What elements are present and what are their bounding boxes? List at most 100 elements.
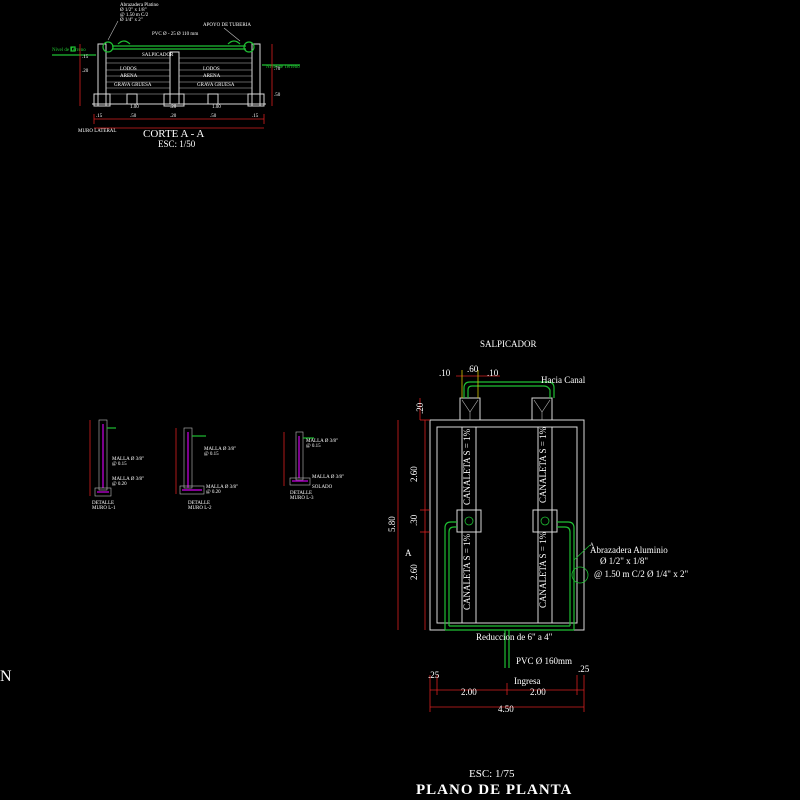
dim-v-260a: 2.60: [409, 466, 419, 482]
ground-label-left: Nivel de Terreno: [52, 48, 86, 53]
pipe-cap-right: [243, 41, 255, 53]
salpicador-box-right: [532, 509, 558, 533]
lodos-label-2: LODOS: [203, 67, 220, 72]
section-a-a: Nivel de Terreno Nivel de Terreno: [52, 3, 300, 149]
dim-h-25a: .25: [428, 670, 440, 680]
dim-v-4: .50: [274, 93, 281, 98]
canaleta-label-2: CANALETA S = 1%: [538, 426, 548, 503]
dim-inner-2: .20: [170, 105, 177, 110]
dim-v-30: .30: [409, 514, 419, 526]
wall-center: [169, 51, 180, 105]
wall-detail-2: MALLA Ø 3/8" @ 0.15 MALLA Ø 3/8" @ 0.20 …: [175, 427, 238, 511]
svg-text:DETALLE: DETALLE: [92, 501, 114, 506]
svg-text:MALLA Ø 3/8": MALLA Ø 3/8": [204, 447, 236, 452]
svg-text:MALLA Ø 3/8": MALLA Ø 3/8": [206, 485, 238, 490]
dim-inner-1: 1.00: [130, 105, 139, 110]
dim-bottom-1: .15: [96, 114, 103, 119]
plan-salpicador-label: SALPICADOR: [480, 339, 537, 349]
svg-text:MURO L-3: MURO L-3: [290, 496, 314, 501]
svg-text:@ 0.15: @ 0.15: [204, 452, 219, 457]
abrazadera-dim-2: @ 1.50 m C/2: [120, 13, 149, 18]
dim-v-580: 5.80: [387, 516, 397, 532]
svg-text:MALLA Ø 3/8": MALLA Ø 3/8": [306, 439, 338, 444]
pipe-support-2: [227, 40, 241, 45]
canaleta-right: [537, 426, 553, 624]
svg-text:MALLA Ø 3/8": MALLA Ø 3/8": [312, 475, 344, 480]
section-mark-left: A: [405, 548, 412, 558]
dim-v-2: .20: [82, 69, 89, 74]
planta-title: PLANO DE PLANTA: [416, 782, 572, 798]
reduccion-label: Reduccion de 6" a 4": [476, 632, 553, 642]
dim-top-10a: .10: [439, 368, 451, 378]
dim-bottom-3: .20: [170, 114, 177, 119]
canaleta-left: [461, 426, 477, 624]
hacia-canal-label: Hacia Canal: [541, 375, 586, 385]
svg-text:MURO L-2: MURO L-2: [188, 506, 212, 511]
muro-label: MURO LATERAL: [78, 129, 116, 134]
pvc-plan-label: PVC Ø 160mm: [516, 656, 572, 666]
salpicador-label: SALPICADOR: [142, 53, 174, 58]
pipe-support-1: [117, 40, 131, 45]
dim-h-200b: 2.00: [530, 687, 546, 697]
arena-label-1: ARENA: [120, 74, 138, 79]
grava-label-2: GRAVA GRUESA: [197, 83, 235, 88]
svg-text:MURO L-1: MURO L-1: [92, 506, 116, 511]
lodos-label-1: LODOS: [120, 67, 137, 72]
footings: [93, 93, 265, 107]
svg-text:@ 0.20: @ 0.20: [112, 482, 127, 487]
dim-bottom-4: .50: [210, 114, 217, 119]
corte-title: CORTE A - A: [143, 128, 204, 140]
dim-h-450: 4.50: [498, 704, 514, 714]
plan-dimensions: [397, 370, 585, 712]
canaleta-label-1: CANALETA S = 1%: [462, 428, 472, 505]
wall-left: [97, 43, 107, 107]
svg-text:MALLA Ø 3/8": MALLA Ø 3/8": [112, 457, 144, 462]
grava-label-1: GRAVA GRUESA: [114, 83, 152, 88]
wall-right: [251, 43, 261, 107]
salpicador-box-left: [456, 509, 482, 533]
canaleta-label-3: CANALETA S = 1%: [462, 533, 472, 610]
abrazadera-dim-3: Ø 1/4" x 2": [120, 18, 143, 23]
dim-v-20: .20: [415, 402, 425, 414]
svg-text:@ 0.15: @ 0.15: [306, 444, 321, 449]
svg-text:@ 0.15: @ 0.15: [112, 462, 127, 467]
plan-view: SALPICADOR Hacia Canal CANALETA S = 1% C…: [387, 339, 688, 798]
dim-h-200a: 2.00: [461, 687, 477, 697]
dim-top-10b: .10: [487, 368, 499, 378]
planta-scale: ESC: 1/75: [469, 768, 515, 780]
wall-detail-1: MALLA Ø 3/8" @ 0.15 MALLA Ø 3/8" @ 0.20 …: [89, 419, 144, 511]
plan-outer-wall: [429, 419, 585, 631]
plan-inner-wall: [436, 426, 578, 624]
abrazadera-label: Abrazadera Platino: [120, 3, 159, 8]
apoyo-label: APOYO DE TUBERIA: [203, 23, 251, 28]
svg-text:SOLADO: SOLADO: [312, 485, 333, 490]
green-piping: [444, 381, 591, 668]
dim-bottom-2: .50: [130, 114, 137, 119]
abrazadera-plan-1: Abrazadera Aluminio: [590, 545, 668, 555]
dim-inner-3: 1.00: [212, 105, 221, 110]
dim-h-25b: .25: [578, 664, 590, 674]
svg-text:DETALLE: DETALLE: [188, 501, 210, 506]
arena-label-2: ARENA: [203, 74, 221, 79]
abrazadera-plan-3: @ 1.50 m C/2 Ø 1/4" x 2": [594, 569, 688, 579]
svg-text:MALLA Ø 3/8": MALLA Ø 3/8": [112, 477, 144, 482]
canaleta-label-4: CANALETA S = 1%: [538, 531, 548, 608]
section-mark-right: A: [590, 543, 594, 548]
dim-v-3: .70: [274, 67, 281, 72]
wall-detail-3: MALLA Ø 3/8" @ 0.15 MALLA Ø 3/8" SOLADO …: [283, 431, 344, 501]
corte-scale: ESC: 1/50: [158, 139, 196, 149]
pipe-cap-left: [102, 41, 114, 53]
abrazadera-plan-2: Ø 1/2" x 1/8": [600, 556, 648, 566]
ground-label-right: Nivel de Terreno: [266, 65, 300, 70]
marker-left: [70, 46, 76, 52]
dim-bottom-5: .15: [252, 114, 259, 119]
pvc-label: PVC Ø - 25 Ø 110 mm: [152, 32, 198, 37]
svg-text:@ 0.20: @ 0.20: [206, 490, 221, 495]
dim-top-60: .60: [467, 364, 479, 374]
ingresa-label: Ingresa: [514, 676, 541, 686]
dim-v-1: .15: [82, 55, 89, 60]
abrazadera-dim-1: Ø 1/2" x 1/8": [120, 8, 147, 13]
edge-text: N: [0, 668, 12, 685]
svg-text:DETALLE: DETALLE: [290, 491, 312, 496]
